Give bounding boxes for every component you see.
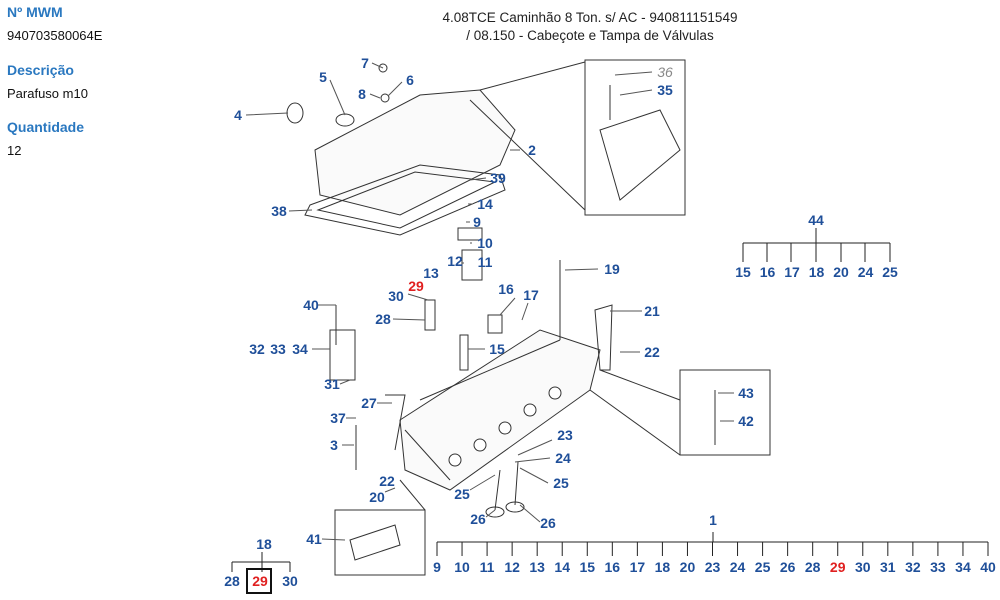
callout-20[interactable]: 20 [369, 489, 385, 505]
callout-16[interactable]: 16 [604, 559, 621, 575]
callout-23[interactable]: 23 [704, 559, 721, 575]
part-number-label: Nº MWM [7, 4, 63, 20]
callout-22[interactable]: 22 [644, 344, 660, 360]
callout-11[interactable]: 11 [477, 254, 493, 270]
callout-40[interactable]: 40 [303, 297, 319, 313]
callout-2[interactable]: 2 [528, 142, 536, 158]
callout-26[interactable]: 26 [779, 559, 796, 575]
callout-20[interactable]: 20 [833, 264, 849, 280]
callout-15[interactable]: 15 [735, 264, 751, 280]
callout-18[interactable]: 18 [654, 559, 671, 575]
callout-10[interactable]: 10 [477, 235, 493, 251]
callout-36[interactable]: 36 [657, 64, 673, 80]
callout-23[interactable]: 23 [557, 427, 573, 443]
callout-26[interactable]: 26 [540, 515, 556, 531]
callout-25[interactable]: 25 [754, 559, 771, 575]
callout-44[interactable]: 44 [808, 212, 824, 228]
callout-33[interactable]: 33 [270, 341, 286, 357]
quantity-value: 12 [7, 143, 22, 158]
callout-24[interactable]: 24 [555, 450, 571, 466]
callout-16[interactable]: 16 [498, 281, 514, 297]
callout-31[interactable]: 31 [880, 559, 896, 575]
callout-4[interactable]: 4 [234, 107, 242, 123]
callout-39[interactable]: 39 [490, 170, 506, 186]
callout-42[interactable]: 42 [738, 413, 754, 429]
callout-14[interactable]: 14 [554, 559, 571, 575]
callout-25[interactable]: 25 [454, 486, 470, 502]
callout-14[interactable]: 14 [477, 196, 493, 212]
callout-19[interactable]: 19 [604, 261, 620, 277]
callout-41[interactable]: 41 [306, 531, 322, 547]
description-label: Descrição [7, 62, 74, 78]
callout-33[interactable]: 33 [930, 559, 946, 575]
callout-29[interactable]: 29 [829, 559, 846, 575]
callout-43[interactable]: 43 [738, 385, 754, 401]
callout-37[interactable]: 37 [330, 410, 346, 426]
callout-13[interactable]: 13 [529, 559, 545, 575]
callout-24[interactable]: 24 [729, 559, 746, 575]
callout-25[interactable]: 25 [553, 475, 569, 491]
callout-29[interactable]: 29 [408, 278, 424, 294]
callout-9[interactable]: 9 [473, 214, 481, 230]
callout-3[interactable]: 3 [330, 437, 338, 453]
callout-28[interactable]: 28 [224, 573, 240, 589]
callout-28[interactable]: 28 [804, 559, 821, 575]
callout-7[interactable]: 7 [361, 55, 369, 71]
selected-callout-box [246, 568, 272, 594]
callout-13[interactable]: 13 [423, 265, 439, 281]
callout-35[interactable]: 35 [657, 82, 673, 98]
callout-6[interactable]: 6 [406, 72, 414, 88]
callout-1[interactable]: 1 [709, 512, 717, 528]
callout-32[interactable]: 32 [905, 559, 921, 575]
diagram-title: 4.08TCE Caminhão 8 Ton. s/ AC - 94081115… [442, 10, 738, 25]
callout-26[interactable]: 26 [470, 511, 486, 527]
callout-17[interactable]: 17 [784, 264, 800, 280]
callout-40[interactable]: 40 [980, 559, 996, 575]
callout-31[interactable]: 31 [324, 376, 340, 392]
callout-24[interactable]: 24 [857, 264, 874, 280]
callout-17[interactable]: 17 [523, 287, 539, 303]
callout-38[interactable]: 38 [271, 203, 287, 219]
callout-9[interactable]: 9 [433, 559, 441, 575]
callout-20[interactable]: 20 [679, 559, 696, 575]
callout-17[interactable]: 17 [629, 559, 646, 575]
callout-5[interactable]: 5 [319, 69, 327, 85]
callout-12[interactable]: 12 [447, 253, 463, 269]
callout-15[interactable]: 15 [579, 559, 596, 575]
callout-29[interactable]: 29 [252, 573, 268, 589]
callout-22[interactable]: 22 [379, 473, 395, 489]
callout-30[interactable]: 30 [282, 573, 298, 589]
callout-34[interactable]: 34 [292, 341, 308, 357]
part-number-value: 940703580064E [7, 28, 103, 43]
callout-30[interactable]: 30 [388, 288, 404, 304]
callout-32[interactable]: 32 [249, 341, 265, 357]
callout-10[interactable]: 10 [454, 559, 470, 575]
callout-28[interactable]: 28 [375, 311, 391, 327]
description-value: Parafuso m10 [7, 86, 88, 101]
callout-34[interactable]: 34 [955, 559, 971, 575]
callout-8[interactable]: 8 [358, 86, 366, 102]
callout-18[interactable]: 18 [256, 536, 272, 552]
callout-27[interactable]: 27 [361, 395, 377, 411]
callout-25[interactable]: 25 [882, 264, 898, 280]
callout-21[interactable]: 21 [644, 303, 660, 319]
callout-30[interactable]: 30 [854, 559, 871, 575]
callout-16[interactable]: 16 [759, 264, 776, 280]
diagram-subtitle: / 08.150 - Cabeçote e Tampa de Válvulas [466, 28, 714, 43]
callout-11[interactable]: 11 [479, 559, 495, 575]
quantity-label: Quantidade [7, 119, 85, 135]
callout-12[interactable]: 12 [504, 559, 520, 575]
callout-18[interactable]: 18 [808, 264, 825, 280]
callout-15[interactable]: 15 [489, 341, 505, 357]
